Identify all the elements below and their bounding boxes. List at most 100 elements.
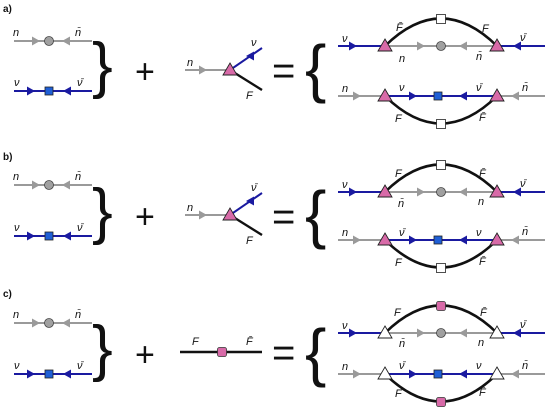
label-nbar-vertex: n — [478, 196, 484, 208]
arrow-left-icon — [246, 51, 254, 61]
arrow-left-icon — [459, 369, 467, 379]
arrow-right-icon — [32, 36, 40, 46]
label-nbar: n̄ — [75, 170, 81, 183]
vertex-triangle-icon — [489, 88, 505, 102]
label-nu-vertex: ν̄ — [399, 227, 407, 239]
arrow-left-icon — [63, 231, 71, 241]
arrow-right-icon — [349, 187, 357, 197]
arrow-left-icon — [63, 369, 71, 379]
label-F: F — [246, 90, 254, 102]
label-arc-left: F — [395, 388, 403, 400]
label-n-vertex: n — [399, 53, 405, 65]
label-arc-right: F̄ — [479, 255, 487, 268]
label-n-vertex: n̄ — [399, 337, 405, 350]
vertex-triangle-icon — [377, 232, 393, 246]
label-nbar: n̄ — [75, 26, 81, 39]
label-nbar: n̄ — [75, 308, 81, 321]
label-nu: ν — [342, 320, 348, 332]
arrow-right-icon — [199, 210, 207, 220]
arrow-right-icon — [32, 180, 40, 190]
arrow-right-icon — [409, 91, 417, 101]
label-arc-left: F — [395, 257, 403, 269]
arrow-right-icon — [417, 41, 425, 51]
label-nu: ν — [14, 360, 20, 372]
label-nubar: ν̄ — [77, 222, 85, 234]
arrow-left-icon — [513, 41, 521, 51]
pink-node-square — [436, 301, 446, 311]
arrow-left-icon — [246, 196, 254, 206]
open-brace: { — [305, 316, 326, 388]
arrow-right-icon — [353, 91, 361, 101]
arrow-right-icon — [417, 328, 425, 338]
label-nubar: ν̄ — [520, 319, 528, 331]
vertex-triangle-icon — [377, 38, 393, 52]
label-n: n — [342, 227, 348, 239]
gray-node-circle — [436, 187, 446, 197]
label-n: n — [187, 57, 193, 69]
label-n: n — [13, 171, 19, 183]
label-nbar-vertex: n — [478, 337, 484, 349]
plus-sign: + — [135, 198, 155, 236]
arrow-left-icon — [511, 235, 519, 245]
blue-node-square — [433, 91, 443, 101]
label-nbar: n̄ — [522, 225, 528, 238]
label-nubar: ν̄ — [77, 77, 85, 89]
vertex-triangle-icon — [489, 184, 505, 198]
label-nubar: ν̄ — [77, 360, 85, 372]
label-nu: ν — [251, 37, 257, 49]
arrow-left-icon — [511, 91, 519, 101]
gray-node-circle — [44, 180, 54, 190]
arrow-right-icon — [27, 231, 35, 241]
plus-sign: + — [135, 336, 155, 374]
vertex-nu-line — [229, 192, 263, 216]
vertex-triangle-icon — [377, 366, 393, 380]
arrow-right-icon — [353, 369, 361, 379]
open-brace: { — [305, 32, 326, 104]
close-brace: } — [92, 177, 113, 246]
label-Fbar: F̄ — [246, 335, 254, 348]
vertex-triangle-icon — [377, 184, 393, 198]
vertex-triangle-icon — [489, 366, 505, 380]
arrow-left-icon — [513, 187, 521, 197]
plus-sign: + — [135, 53, 155, 91]
label-nu-vertex: ν̄ — [399, 360, 407, 372]
arrow-left-icon — [459, 187, 467, 197]
arrow-right-icon — [349, 328, 357, 338]
arrow-right-icon — [409, 235, 417, 245]
arrow-left-icon — [459, 235, 467, 245]
arrow-left-icon — [62, 318, 70, 328]
blue-node-square — [44, 86, 54, 96]
label-nu: ν — [14, 77, 20, 89]
gray-node-circle — [436, 41, 446, 51]
blue-node-square — [44, 369, 54, 379]
white-node-square — [436, 119, 446, 129]
gray-node-circle — [436, 328, 446, 338]
white-node-square — [436, 14, 446, 24]
gray-node-circle — [44, 318, 54, 328]
vertex-nu-line — [229, 47, 263, 71]
arrow-right-icon — [417, 187, 425, 197]
label-arc-right: F̄ — [479, 111, 487, 124]
close-brace: } — [92, 31, 113, 100]
gray-node-circle — [44, 36, 54, 46]
white-node-square — [436, 160, 446, 170]
arrow-right-icon — [32, 318, 40, 328]
vertex-triangle-icon — [489, 325, 505, 339]
blue-node-square — [433, 235, 443, 245]
arrow-right-icon — [409, 369, 417, 379]
label-n: n — [13, 309, 19, 321]
open-brace: { — [305, 178, 326, 250]
label-n: n — [187, 202, 193, 214]
label-n-vertex: n̄ — [398, 197, 404, 210]
blue-node-square — [433, 369, 443, 379]
arrow-right-icon — [27, 369, 35, 379]
vertex-triangle-icon — [489, 232, 505, 246]
label-nubar-vertex: ν — [476, 227, 482, 239]
vertex-triangle-icon — [377, 88, 393, 102]
label-arc-right: F̄ — [479, 167, 487, 180]
label-nu-vertex: ν — [399, 82, 405, 94]
vertex-triangle-icon — [489, 38, 505, 52]
label-nubar-vertex: ν — [476, 360, 482, 372]
blue-node-square — [44, 231, 54, 241]
